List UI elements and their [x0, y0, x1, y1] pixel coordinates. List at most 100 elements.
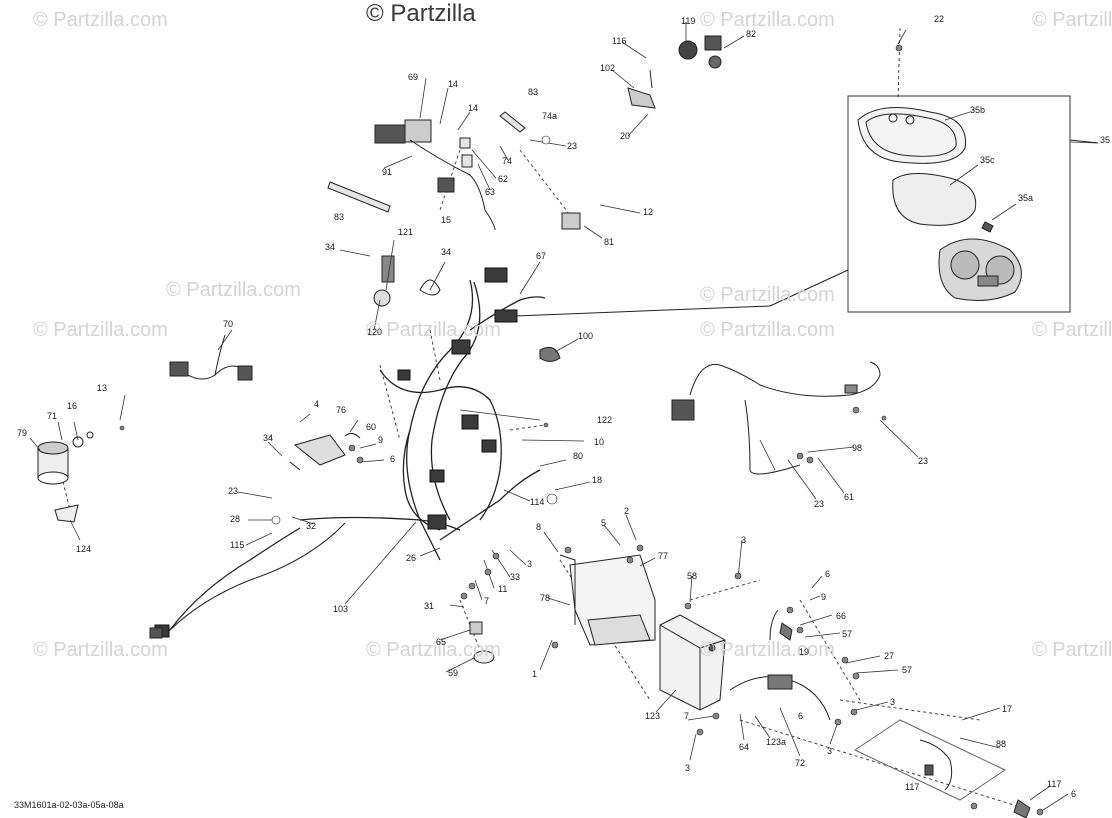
part-label[interactable]: 33: [510, 572, 521, 582]
part-label[interactable]: 116: [612, 36, 627, 46]
gauge-bezel-part: [857, 107, 967, 164]
part-label[interactable]: 71: [47, 411, 58, 421]
part-label[interactable]: 119: [681, 16, 696, 26]
part-label[interactable]: 59: [448, 668, 459, 678]
part-label[interactable]: 91: [382, 167, 393, 177]
part-label[interactable]: 83: [334, 212, 345, 222]
part-label[interactable]: 79: [17, 428, 28, 438]
part-label[interactable]: 78: [540, 593, 551, 603]
part-label[interactable]: 7: [484, 596, 490, 606]
part-label[interactable]: 23: [567, 141, 578, 151]
part-label[interactable]: 115: [230, 540, 245, 550]
part-label[interactable]: 35b: [970, 105, 986, 115]
part-label[interactable]: 28: [230, 514, 241, 524]
watermark-1: © Partzilla.com: [33, 9, 168, 31]
part-label[interactable]: 3: [685, 763, 691, 773]
part-label[interactable]: 114: [530, 497, 545, 507]
part-label[interactable]: 11: [498, 584, 508, 594]
part-label[interactable]: 3: [527, 559, 533, 569]
part-label[interactable]: 80: [573, 451, 584, 461]
part-label[interactable]: 34: [263, 433, 274, 443]
part-label[interactable]: 6: [1071, 789, 1077, 799]
fuse-part: [561, 212, 581, 230]
part-label[interactable]: 35: [1100, 135, 1111, 145]
part-label[interactable]: 77: [658, 551, 669, 561]
part-label[interactable]: 103: [333, 604, 349, 614]
part-label[interactable]: 18: [592, 475, 603, 485]
part-label[interactable]: 76: [336, 405, 347, 415]
part-label[interactable]: 9: [821, 592, 827, 602]
part-label[interactable]: 58: [687, 571, 698, 581]
part-label[interactable]: 117: [1047, 779, 1062, 789]
part-label[interactable]: 35c: [980, 155, 995, 165]
part-label[interactable]: 124: [76, 544, 92, 554]
part-label[interactable]: 2: [624, 506, 630, 516]
part-label[interactable]: 3: [827, 746, 833, 756]
part-label[interactable]: 83: [528, 87, 539, 97]
watermark-10: © Partzilla.com: [700, 639, 835, 661]
part-label[interactable]: 82: [746, 29, 757, 39]
part-label[interactable]: 23: [814, 499, 825, 509]
part-label[interactable]: 69: [408, 72, 419, 82]
part-label[interactable]: 74: [502, 156, 513, 166]
part-label[interactable]: 5: [601, 518, 607, 528]
bracket-59-part: [473, 650, 495, 664]
part-label[interactable]: 1: [532, 669, 538, 679]
part-label[interactable]: 62: [498, 174, 509, 184]
part-label[interactable]: 123a: [766, 737, 787, 747]
part-label[interactable]: 74a: [542, 111, 558, 121]
part-label[interactable]: 13: [97, 383, 108, 393]
part-label[interactable]: 6: [825, 569, 831, 579]
part-label[interactable]: 6: [390, 454, 396, 464]
part-label[interactable]: 123: [645, 711, 661, 721]
part-label[interactable]: 70: [223, 319, 234, 329]
part-label[interactable]: 16: [67, 401, 78, 411]
part-label[interactable]: 6: [798, 711, 804, 721]
part-label[interactable]: 14: [468, 103, 479, 113]
part-label[interactable]: 19: [799, 647, 810, 657]
part-label[interactable]: 12: [643, 207, 654, 217]
watermark-9: © Partzilla.com: [366, 639, 501, 661]
part-label[interactable]: 57: [902, 665, 913, 675]
part-label[interactable]: 32: [306, 521, 317, 531]
part-label[interactable]: 57: [842, 629, 853, 639]
part-label[interactable]: 3: [890, 697, 896, 707]
part-label[interactable]: 26: [406, 553, 417, 563]
part-label[interactable]: 15: [441, 215, 452, 225]
part-label[interactable]: 88: [996, 739, 1007, 749]
part-label[interactable]: 98: [852, 443, 863, 453]
part-label[interactable]: 64: [739, 742, 750, 752]
part-label[interactable]: 117: [905, 782, 920, 792]
part-label[interactable]: 61: [844, 492, 855, 502]
part-label[interactable]: 34: [441, 247, 452, 257]
part-label[interactable]: 8: [536, 522, 542, 532]
part-label[interactable]: 31: [424, 601, 435, 611]
part-label[interactable]: 65: [436, 637, 447, 647]
part-label[interactable]: 66: [836, 611, 847, 621]
part-label[interactable]: 14: [448, 79, 459, 89]
part-label[interactable]: 63: [485, 187, 496, 197]
part-label[interactable]: 35a: [1018, 193, 1034, 203]
part-label[interactable]: 72: [795, 758, 806, 768]
key-switch-part: [627, 35, 722, 109]
part-label[interactable]: 10: [594, 437, 605, 447]
part-label[interactable]: 23: [228, 486, 239, 496]
part-label[interactable]: 120: [367, 327, 383, 337]
part-label[interactable]: 20: [620, 131, 631, 141]
part-label[interactable]: 67: [536, 251, 547, 261]
part-label[interactable]: 3: [741, 535, 747, 545]
part-label[interactable]: 9: [378, 435, 384, 445]
part-label[interactable]: 22: [934, 14, 945, 24]
part-label[interactable]: 7: [684, 711, 690, 721]
part-label[interactable]: 121: [398, 227, 414, 237]
part-label[interactable]: 34: [325, 242, 336, 252]
part-label[interactable]: 122: [597, 415, 613, 425]
part-label[interactable]: 60: [366, 422, 377, 432]
part-label[interactable]: 27: [884, 651, 895, 661]
part-label[interactable]: 23: [918, 456, 929, 466]
part-label[interactable]: 100: [578, 331, 594, 341]
part-label[interactable]: 81: [604, 237, 615, 247]
part-label[interactable]: 17: [1002, 704, 1013, 714]
part-label[interactable]: 4: [314, 399, 320, 409]
part-label[interactable]: 102: [600, 63, 616, 73]
